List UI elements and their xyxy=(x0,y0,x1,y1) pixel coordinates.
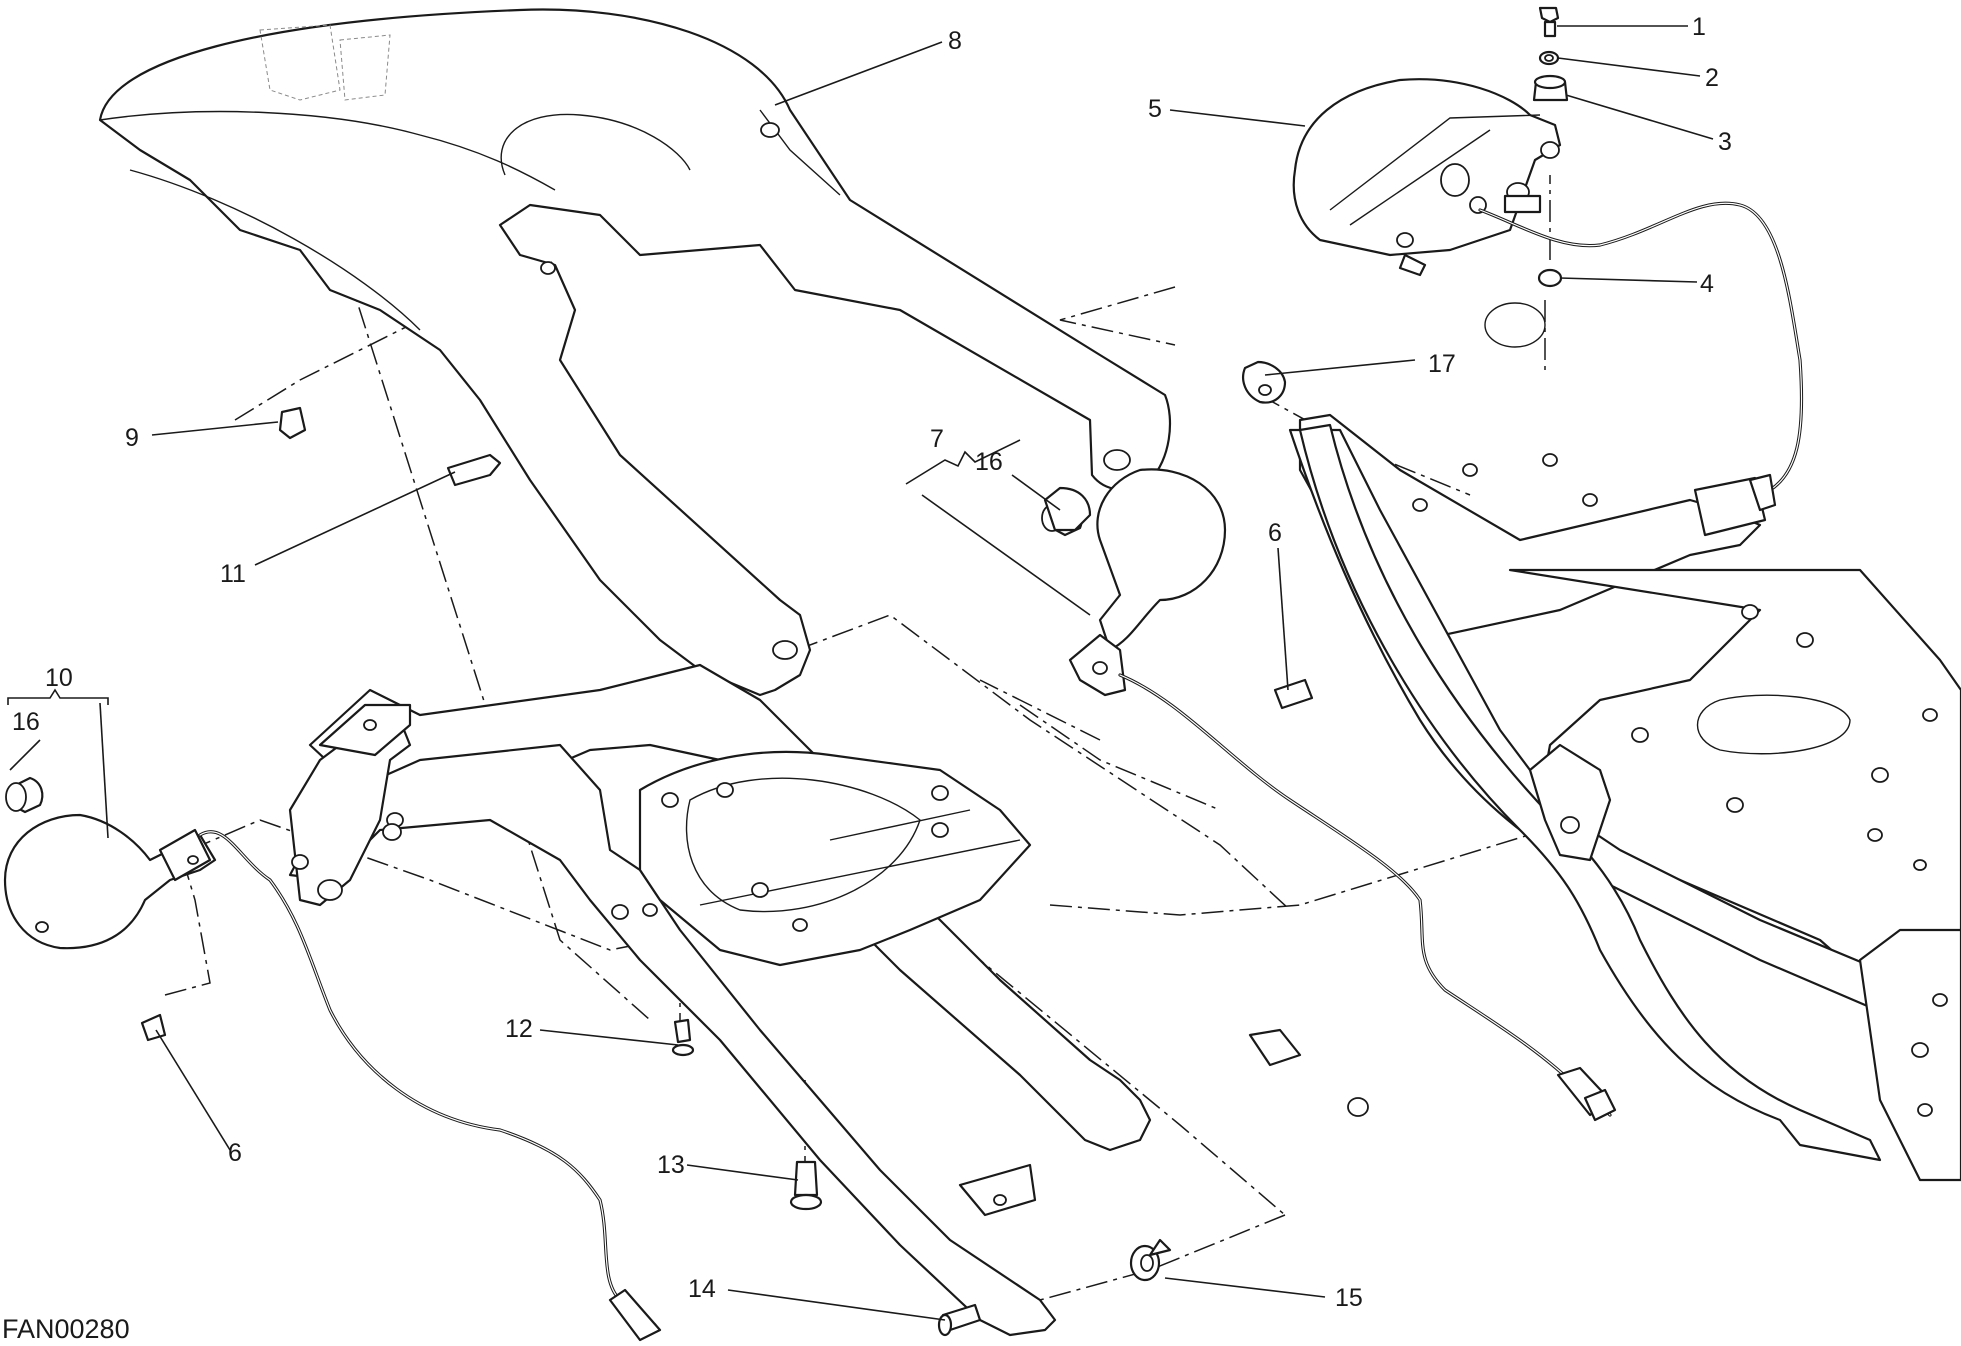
callout-13: 13 xyxy=(657,1151,685,1179)
drawing-code: FAN00280 xyxy=(2,1314,130,1344)
callout-4: 4 xyxy=(1700,270,1714,298)
tail-light-fasteners xyxy=(1242,6,1569,404)
callout-12: 12 xyxy=(505,1015,533,1043)
callout-7: 7 xyxy=(930,425,944,453)
callout-17: 17 xyxy=(1428,350,1456,378)
callout-10: 10 xyxy=(45,664,73,692)
callout-16-left: 16 xyxy=(12,708,40,736)
callout-14: 14 xyxy=(688,1275,716,1303)
callout-labels: 1 2 3 4 5 6 6 7 8 9 10 11 12 13 14 15 16… xyxy=(12,13,1732,1312)
rear-fender xyxy=(98,8,1172,697)
left-turn-signal xyxy=(3,776,662,1342)
callout-2: 2 xyxy=(1705,64,1719,92)
rear-subframe xyxy=(288,663,1369,1337)
callout-8: 8 xyxy=(948,27,962,55)
callout-11: 11 xyxy=(220,560,246,588)
callout-6-right: 6 xyxy=(1268,519,1282,547)
callout-9: 9 xyxy=(125,424,139,452)
callout-6-left: 6 xyxy=(228,1139,242,1167)
callout-3: 3 xyxy=(1718,128,1732,156)
callout-1: 1 xyxy=(1692,13,1706,41)
callout-leaders xyxy=(7,25,1714,1321)
callout-5: 5 xyxy=(1148,95,1162,123)
callout-15: 15 xyxy=(1335,1284,1363,1312)
tail-light xyxy=(1292,78,1804,537)
main-frame xyxy=(1288,302,1961,1182)
callout-16-right: 16 xyxy=(975,448,1003,476)
